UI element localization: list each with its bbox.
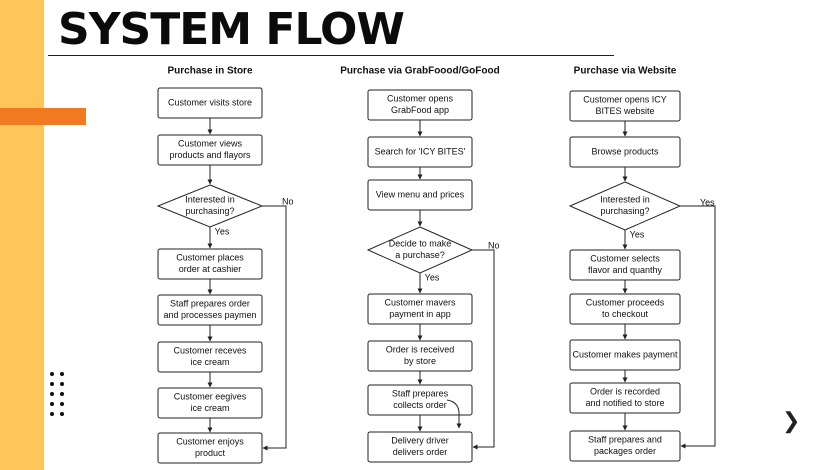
node-label: Staff prepares	[392, 389, 449, 399]
node-label: collects order	[393, 400, 447, 410]
node-label: Customer visits store	[168, 97, 252, 107]
node-label: Interested in	[185, 195, 235, 205]
node-label: Customer receves	[173, 346, 247, 356]
node-label: Customer eegives	[174, 392, 247, 402]
node-label: Delivery driver	[391, 436, 449, 446]
dot-grid-decoration	[50, 372, 64, 416]
node-label: Staff prepares order	[170, 299, 250, 309]
yes-label: Yes	[630, 229, 645, 239]
node-label: Customer proceeds	[586, 298, 665, 308]
node-label: product	[195, 448, 226, 458]
node-label: GrabFood app	[391, 105, 449, 115]
node-label: View menu and prices	[376, 189, 465, 199]
orange-accent-bar	[0, 108, 86, 125]
node-label: Customer opens ICY	[583, 95, 667, 105]
node-label: Customer views	[178, 139, 243, 149]
node-label: to checkout	[602, 309, 649, 319]
node-label: BITES website	[595, 106, 654, 116]
node-label: payment in app	[389, 309, 451, 319]
flow-title: Purchase in Store	[167, 66, 252, 77]
slide-title: SYSTEM FLOW	[58, 4, 405, 55]
node-label: packages order	[594, 446, 656, 456]
node-label: delivers order	[393, 447, 448, 457]
node-label: Order is received	[386, 345, 455, 355]
node-label: Browse products	[591, 146, 659, 156]
yes-label: Yes	[425, 272, 440, 282]
branch-label: Yes	[700, 197, 715, 207]
branch-connector	[472, 249, 495, 450]
node-label: Customer enjoys	[176, 437, 244, 447]
node-label: Decide to make	[389, 239, 452, 249]
node-label: and notified to store	[585, 398, 664, 408]
process-box	[367, 431, 473, 463]
curved-connector	[446, 399, 462, 429]
node-label: and processes paymen	[163, 310, 256, 320]
node-label: purchasing?	[185, 206, 234, 216]
node-label: ice cream	[190, 403, 229, 413]
node-label: Order is recorded	[590, 387, 660, 397]
node-label: Customer selects	[590, 254, 660, 264]
node-label: flavor and quanthy	[588, 265, 663, 275]
flow-title: Purchase via Website	[574, 66, 677, 77]
node-label: Customer makes payment	[572, 349, 678, 359]
node-label: Interested in	[600, 195, 650, 205]
node-label: Customer mavers	[384, 298, 456, 308]
node-label: Staff prepares and	[588, 435, 662, 445]
node-label: Customer opens	[387, 94, 454, 104]
branch-connector	[680, 205, 716, 449]
branch-label: No	[282, 196, 294, 206]
process-box	[569, 430, 681, 462]
node-label: products and flayors	[169, 150, 251, 160]
node-label: Search for 'ICY BITES'	[375, 146, 466, 156]
flow-title: Purchase via GrabFoood/GoFood	[340, 66, 499, 77]
node-label: Customer places	[176, 253, 244, 263]
left-sidebar-band	[0, 0, 44, 470]
node-label: by store	[404, 356, 436, 366]
chevron-right-icon[interactable]: ❯	[782, 408, 801, 433]
node-label: purchasing?	[600, 206, 649, 216]
title-underline	[48, 55, 614, 56]
branch-connector	[262, 205, 287, 451]
branch-label: No	[488, 240, 500, 250]
node-label: order at cashier	[179, 264, 242, 274]
process-box	[157, 432, 263, 464]
node-label: a purchase?	[395, 250, 445, 260]
node-label: ice cream	[190, 357, 229, 367]
yes-label: Yes	[215, 226, 230, 236]
